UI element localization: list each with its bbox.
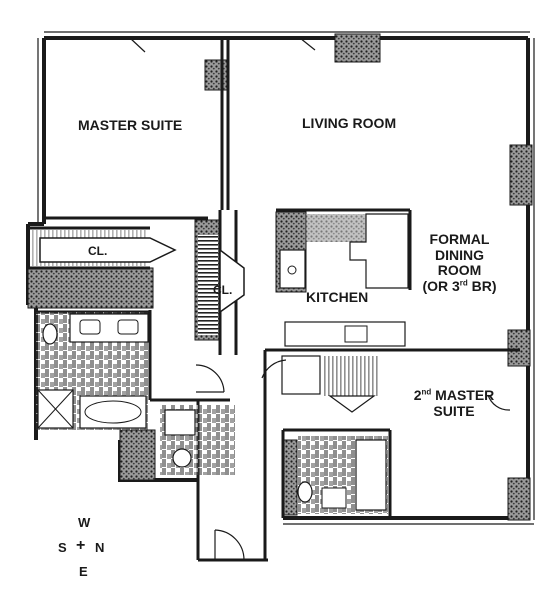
room-label-master-suite: MASTER SUITE	[78, 117, 183, 133]
interior-walls	[28, 38, 520, 562]
second-master-line1: 2nd MASTER	[404, 387, 504, 404]
compass-cross: +	[76, 537, 86, 554]
formal-dining-line1: FORMAL	[429, 231, 490, 247]
room-label-kitchen: KITCHEN	[306, 289, 369, 305]
second-master-sup: nd	[421, 387, 432, 397]
compass-east: E	[79, 564, 88, 579]
master-bath	[36, 312, 149, 430]
powder-room	[160, 405, 235, 475]
second-master-closet	[281, 355, 380, 413]
formal-dining-line4: (OR 3rd BR)	[412, 278, 507, 295]
kitchen-fixtures	[279, 213, 409, 347]
room-label-closet-left: CL.	[88, 244, 108, 258]
second-master-post: MASTER	[431, 387, 495, 403]
formal-dining-line3: ROOM	[437, 262, 482, 279]
closet-left	[32, 230, 177, 266]
windows	[37, 31, 535, 525]
second-master-bath	[297, 436, 388, 514]
formal-dining-sup: rd	[459, 278, 468, 288]
room-label-formal-dining: FORMAL DINING ROOM (OR 3rd BR)	[412, 231, 507, 295]
formal-dining-pre: (OR 3	[422, 278, 460, 295]
second-master-pre: 2	[413, 387, 422, 403]
room-label-living-room: LIVING ROOM	[302, 115, 397, 131]
formal-dining-line2: DINING	[435, 246, 484, 263]
compass-north: N	[95, 540, 105, 555]
second-master-line2: SUITE	[433, 402, 475, 419]
room-label-closet-center: CL.	[213, 283, 233, 297]
door-swings	[129, 37, 511, 561]
closet-center	[198, 235, 245, 335]
compass-west: W	[78, 515, 91, 530]
formal-dining-post: BR)	[467, 278, 497, 295]
compass-south: S	[58, 540, 67, 555]
room-label-second-master: 2nd MASTER SUITE	[404, 387, 504, 419]
